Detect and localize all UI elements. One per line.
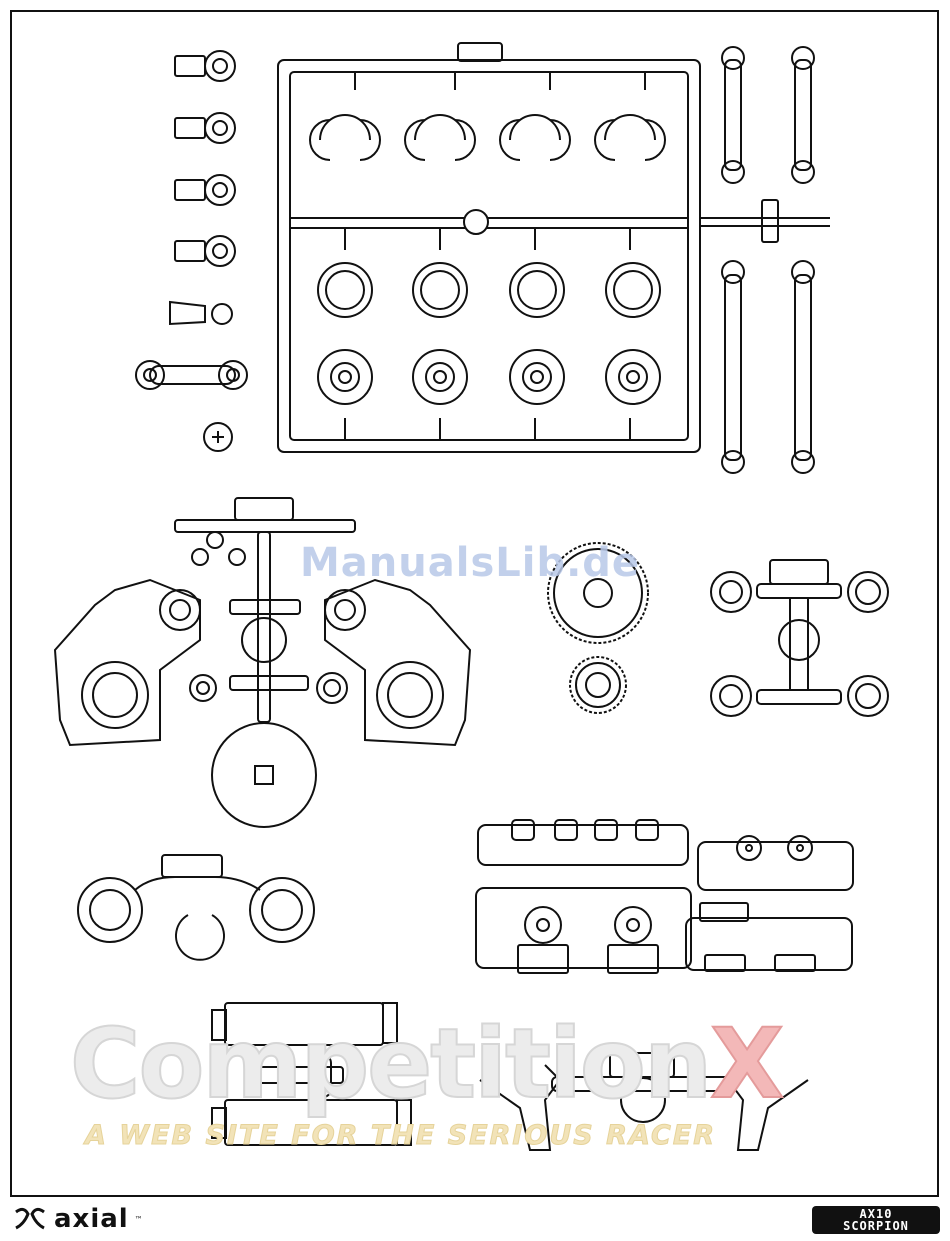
competitionx-x: X [710,1008,782,1120]
model-line-2: SCORPION [843,1220,909,1232]
competitionx-tagline: A WEB SITE FOR THE SERIOUS RACER [85,1120,716,1151]
competitionx-main: Competition [70,1008,710,1120]
spring-clip [310,115,380,160]
shock-parts-sprue [136,43,830,473]
mount-sprue [476,820,853,973]
diff-cup-sprue [711,560,888,716]
trademark-symbol: ™ [135,1215,143,1224]
brand-name: axial [54,1204,129,1234]
competitionx-watermark: CompetitionX [70,1008,782,1120]
axial-logo-icon [12,1204,48,1234]
manualslib-watermark: ManualsLib.de [300,540,640,586]
brand-logo: axial ™ [12,1204,143,1234]
model-logo: AX10 SCORPION [812,1206,940,1234]
knuckle-sprue [78,855,314,960]
